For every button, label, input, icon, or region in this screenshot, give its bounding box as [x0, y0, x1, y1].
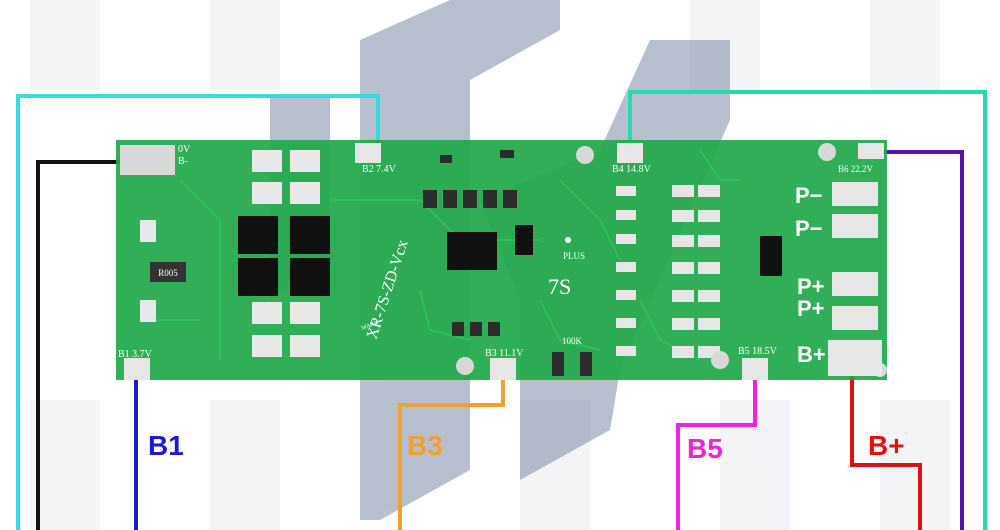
- wire-bplus: [850, 368, 922, 530]
- pad-p-plus-1-label: P+: [797, 274, 825, 299]
- wire-b5: [676, 372, 757, 530]
- pad-p-plus-2-label: P+: [797, 296, 825, 321]
- wire-label-b1: B1: [148, 430, 184, 461]
- tap-b1-label: B1 3.7V: [118, 349, 153, 360]
- wire-label-b5: B5: [687, 433, 723, 464]
- wire-bminus: [36, 160, 140, 530]
- pad-p-minus-2-label: P−: [795, 216, 823, 241]
- pcb-bminus-label: B-: [178, 156, 188, 167]
- wires: [16, 90, 987, 530]
- tap-b5-label: B5 18.5V: [738, 346, 778, 357]
- tap-b4-label: B4 14.8V: [612, 164, 652, 175]
- wire-b2: [16, 94, 380, 530]
- cells-label: 7S: [548, 274, 571, 299]
- pcb-0v-label: 0V: [178, 144, 191, 155]
- wire-b3: [398, 372, 505, 530]
- wire-b4: [628, 90, 987, 530]
- wire-b6: [870, 150, 964, 530]
- pcb-board: R005: [116, 140, 887, 380]
- wire-label-b3: B3: [407, 430, 443, 461]
- tap-b6-label: B6 22.2V: [838, 164, 874, 174]
- wire-label-bplus: B+: [868, 430, 905, 461]
- pad-p-minus-1-label: P−: [795, 183, 823, 208]
- tap-b3-label: B3 11.1V: [485, 348, 524, 359]
- resistor-label: 100K: [562, 336, 583, 346]
- plus-label: PLUS: [563, 251, 585, 261]
- tap-b2-label: B2 7.4V: [362, 164, 397, 175]
- shunt-label: R005: [158, 268, 178, 278]
- pad-b-plus-label: B+: [797, 342, 826, 367]
